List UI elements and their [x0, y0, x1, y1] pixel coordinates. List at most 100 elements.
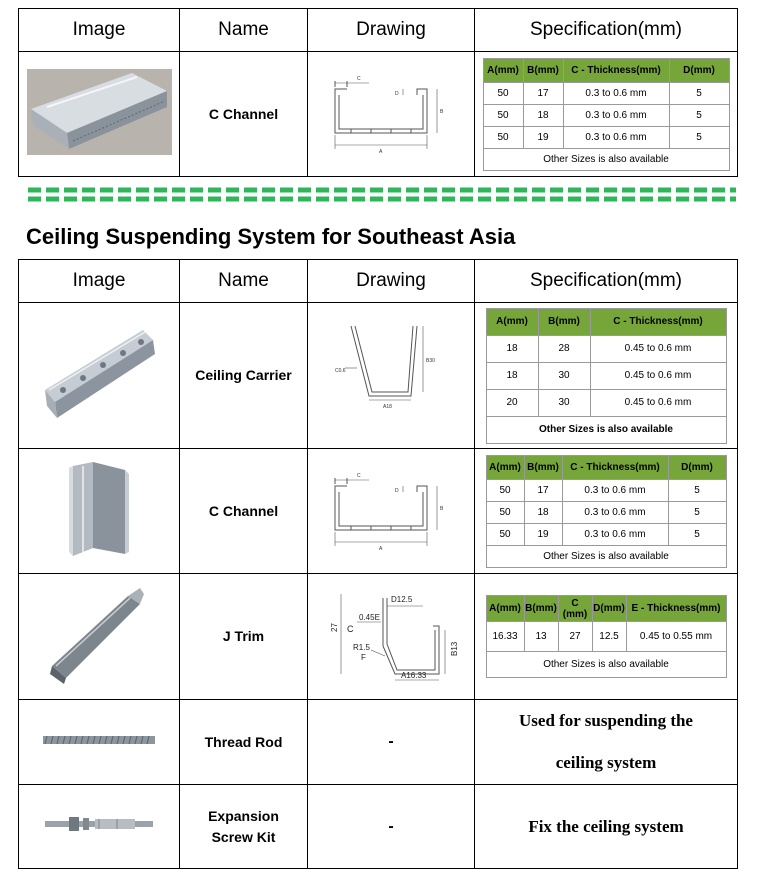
dim-b-label: B13	[450, 641, 459, 656]
dim-c-label: C	[357, 473, 361, 479]
spec-cell-c: 0.45 to 0.6 mm	[589, 334, 727, 363]
dim-f-label: F	[361, 653, 366, 662]
header-drawing: Drawing	[307, 8, 475, 52]
spec-cell-b: 13	[523, 621, 559, 652]
spec-col-d: D(mm)	[668, 57, 730, 83]
dim-c-label: C0.6	[335, 368, 346, 374]
spec-note: Other Sizes is also available	[485, 651, 727, 678]
drawing-placeholder: -	[307, 784, 475, 869]
spec-col-a: A(mm)	[485, 595, 525, 622]
c-channel-drawing: C D B A	[334, 473, 444, 552]
dim-a-label: A	[379, 546, 383, 552]
spec-cell-a: 50	[482, 81, 524, 105]
spec-cell-b: 18	[523, 500, 563, 524]
spec-cell-a: 20	[485, 388, 539, 417]
c-channel-photo-cell	[18, 448, 180, 574]
spec-note: Other Sizes is also available	[482, 147, 730, 171]
spec-cell-a: 50	[485, 500, 525, 524]
drawing-placeholder: -	[307, 699, 475, 785]
thread-rod-photo-cell	[18, 699, 180, 785]
spec-cell-c: 0.3 to 0.6 mm	[562, 125, 670, 149]
header-drawing: Drawing	[307, 259, 475, 303]
spec-cell-b: 17	[522, 81, 564, 105]
spec-col-a: A(mm)	[482, 57, 524, 83]
j-trim-photo-cell	[18, 573, 180, 700]
spec-col-b: B(mm)	[523, 454, 563, 480]
c-channel-photo	[69, 462, 129, 556]
product-row: J Trim D12.5 27 C 0.45E R1.5 F	[18, 573, 738, 700]
spec-cell-c: 0.3 to 0.6 mm	[561, 522, 669, 546]
spec-cell-b: 19	[522, 125, 564, 149]
dim-a-label: A18	[383, 404, 392, 410]
dim-27-label: 27	[330, 623, 339, 632]
header-specification: Specification(mm)	[474, 8, 738, 52]
spec-note: Other Sizes is also available	[485, 544, 727, 568]
expansion-screw-photo	[45, 817, 153, 831]
spec-cell-b: 30	[537, 388, 591, 417]
spec-cell-d: 5	[667, 500, 727, 524]
product-name: Thread Rod	[179, 699, 308, 785]
spec-cell-d: 5	[667, 522, 727, 546]
spec-cell-c: 27	[557, 621, 593, 652]
spec-col-e: E - Thickness(mm)	[625, 595, 727, 622]
j-trim-drawing: D12.5 27 C 0.45E R1.5 F B13 A16.33	[330, 594, 459, 681]
spec-cell-a: 18	[485, 361, 539, 390]
spec-cell: A(mm) B(mm) C (mm) D(mm) E - Thickness(m…	[474, 573, 738, 700]
c-channel-drawing-cell: C D B A	[307, 51, 475, 177]
ceiling-carrier-photo-cell	[18, 302, 180, 449]
dim-d-label: D12.5	[391, 595, 413, 604]
c-channel-drawing: C D B A	[334, 76, 444, 155]
spec-cell-c: 0.3 to 0.6 mm	[562, 103, 670, 127]
c-channel-photo	[26, 68, 172, 155]
spec-col-d: D(mm)	[667, 454, 727, 480]
spec-cell-a: 50	[482, 125, 524, 149]
description-line: Used for suspending the	[519, 711, 693, 730]
spec-cell-a: 50	[485, 522, 525, 546]
j-trim-photo	[50, 587, 144, 684]
spec-col-c: C - Thickness(mm)	[562, 57, 670, 83]
spec-table: A(mm) B(mm) C (mm) D(mm) E - Thickness(m…	[485, 595, 727, 678]
spec-cell-b: 30	[537, 361, 591, 390]
dim-a-label: A16.33	[401, 671, 427, 680]
product-description: Used for suspending the ceiling system	[474, 699, 738, 785]
spec-col-d: D(mm)	[591, 595, 627, 622]
spec-cell-a: 50	[485, 478, 525, 502]
spec-cell-c: 0.45 to 0.6 mm	[589, 361, 727, 390]
spec-col-c: C (mm)	[557, 595, 593, 622]
dim-b-label: B30	[426, 358, 435, 364]
header-name: Name	[179, 259, 308, 303]
dim-b-label: B	[440, 109, 444, 115]
c-channel-drawing-cell: C D B A	[307, 448, 475, 574]
dim-r-label: R1.5	[353, 643, 370, 652]
dim-c-label: C	[347, 624, 354, 634]
header-specification: Specification(mm)	[474, 259, 738, 303]
spec-col-a: A(mm)	[485, 307, 539, 336]
spec-col-a: A(mm)	[485, 454, 525, 480]
spec-cell-c: 0.3 to 0.6 mm	[561, 478, 669, 502]
spec-col-c: C - Thickness(mm)	[561, 454, 669, 480]
ceiling-carrier-photo	[45, 330, 155, 418]
header-image: Image	[18, 8, 180, 52]
spec-cell-a: 18	[485, 334, 539, 363]
ceiling-system-table: Image Name Drawing Specification(mm) Cei…	[18, 259, 738, 869]
header-image: Image	[18, 259, 180, 303]
spec-col-b: B(mm)	[522, 57, 564, 83]
spec-cell-b: 28	[537, 334, 591, 363]
spec-col-b: B(mm)	[537, 307, 591, 336]
spec-cell-a: 50	[482, 103, 524, 127]
c-channel-photo-cell	[18, 51, 180, 177]
spec-cell-d: 5	[667, 478, 727, 502]
